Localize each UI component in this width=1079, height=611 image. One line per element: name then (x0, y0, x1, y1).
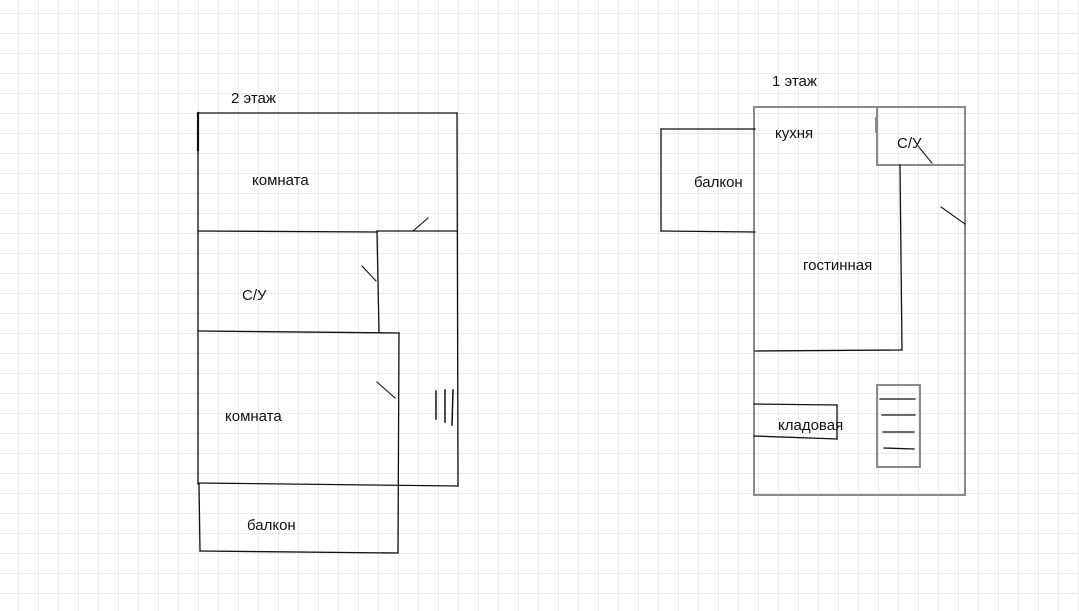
floor-1-outer-wall (753, 106, 966, 496)
floor-2-title: 2 этаж (231, 90, 276, 107)
floor-1-title: 1 этаж (772, 73, 817, 90)
floor-1-balcony-wall-bottom (660, 230, 756, 233)
floor-2-door-swing-room-bottom (376, 381, 396, 399)
floor-1-living-room-wall-right (899, 164, 903, 351)
floor-2-balcony-label: балкон (247, 517, 296, 534)
floor-1-bathroom-wall (876, 106, 966, 166)
floor-1-living-room-label: гостинная (803, 257, 873, 274)
floor-1-storage-label: кладовая (778, 417, 844, 434)
floor-2-room-bottom-label: комната (225, 408, 282, 425)
floor-2-room-top-label: комната (252, 172, 309, 189)
floor-1-door-swing-living (940, 206, 966, 225)
floor-2-stairs-line-3 (451, 389, 454, 426)
floor-2-door-swing-room-top (412, 217, 429, 232)
floor-1-living-room-wall-bottom (754, 349, 903, 352)
floor-1-stairs-step-4 (883, 447, 915, 450)
floor-1-door-swing-bathroom (917, 145, 933, 164)
floor-1-balcony-label: балкон (694, 174, 743, 191)
floor-2-outer-wall-bottom (197, 482, 459, 487)
floor-2-bathroom-wall-right (376, 231, 380, 333)
floor-2-balcony-wall-bottom (199, 550, 399, 554)
floor-2-room-bottom-wall-right (397, 332, 400, 553)
floor-1-storage-wall-bottom (753, 435, 838, 440)
floor-2-room-top-wall-bottom-left (197, 230, 378, 233)
floor-2-door-swing-bathroom (361, 265, 377, 282)
floor-1-bathroom-label: С/У (897, 135, 922, 152)
floor-1-storage-wall-top (753, 403, 838, 406)
floor-2-outer-wall-right (456, 112, 459, 487)
floor-1-kitchen-label: кухня (775, 125, 814, 142)
floor-2-room-bottom-wall-top (197, 330, 400, 334)
floor-2-bathroom-label: С/У (242, 287, 267, 304)
floor-1-stairs-frame (876, 384, 921, 468)
floor-2-balcony-wall-left (198, 483, 201, 552)
